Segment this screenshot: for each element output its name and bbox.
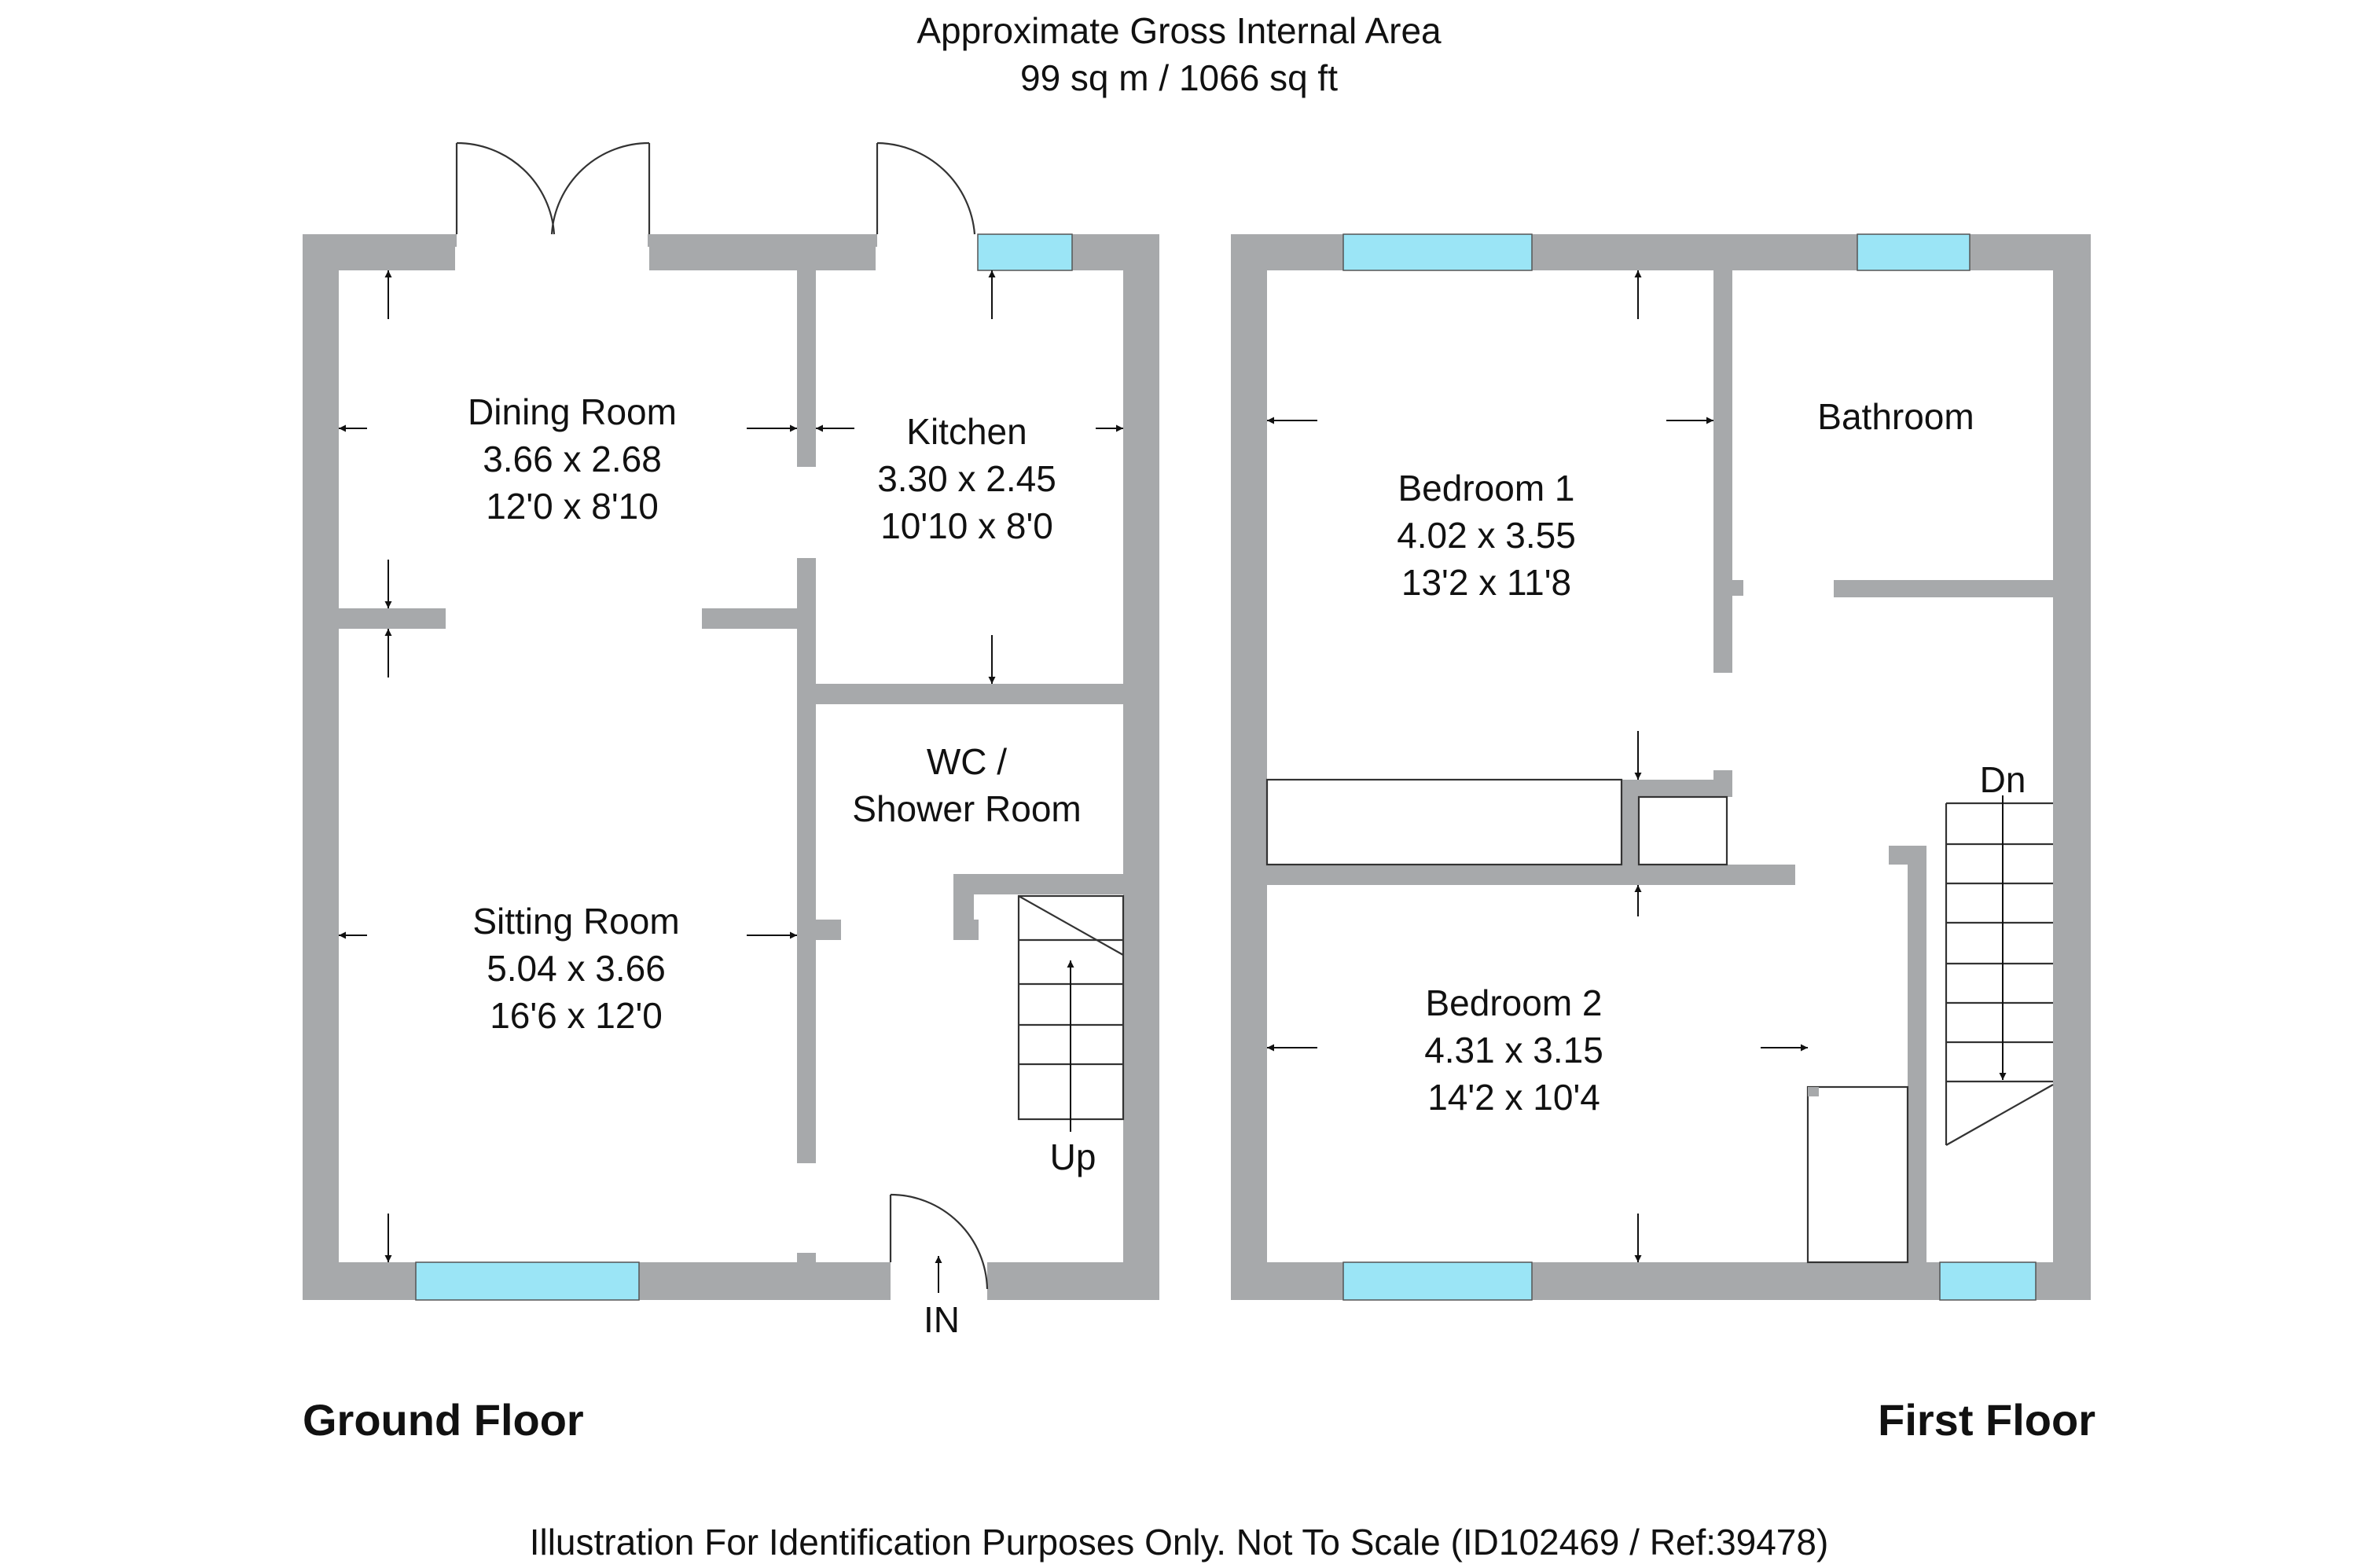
disclaimer: Illustration For Identification Purposes… (530, 1522, 1829, 1562)
bedroom2-metric: 4.31 x 3.15 (1424, 1030, 1603, 1070)
area-value: 99 sq m / 1066 sq ft (1020, 57, 1338, 98)
bathroom-label: Bathroom (1817, 396, 1974, 437)
ground-dimension-arrows (339, 270, 1123, 1262)
bedroom2-name: Bedroom 2 (1425, 982, 1602, 1023)
wc-label-line2: Shower Room (852, 788, 1081, 829)
entrance-label: IN (924, 1299, 960, 1340)
ground-floor-label: Ground Floor (303, 1395, 584, 1445)
wc-label-line1: WC / (927, 741, 1007, 782)
dining-room-name: Dining Room (468, 391, 677, 432)
sitting-room-imperial: 16'6 x 12'0 (490, 995, 663, 1036)
dining-room-metric: 3.66 x 2.68 (483, 439, 662, 479)
kitchen-name: Kitchen (906, 411, 1027, 452)
kitchen-metric: 3.30 x 2.45 (877, 458, 1056, 499)
kitchen-imperial: 10'10 x 8'0 (880, 505, 1053, 546)
bedroom2-imperial: 14'2 x 10'4 (1427, 1077, 1600, 1118)
first-dimension-arrows (1267, 270, 1808, 1262)
dining-room-imperial: 12'0 x 8'10 (486, 486, 659, 527)
first-floor-label: First Floor (1878, 1395, 2095, 1445)
sitting-room-name: Sitting Room (472, 901, 679, 942)
sitting-room-metric: 5.04 x 3.66 (487, 948, 666, 989)
ground-floor-plan: Dining Room 3.66 x 2.68 12'0 x 8'10 Kitc… (303, 141, 1159, 1340)
area-title: Approximate Gross Internal Area (916, 10, 1442, 51)
first-floor-plan: Bedroom 1 4.02 x 3.55 13'2 x 11'8 Bathro… (1231, 233, 2091, 1301)
stairs-down-label: Dn (1980, 759, 2026, 800)
stairs-up-label: Up (1050, 1137, 1096, 1177)
bedroom1-imperial: 13'2 x 11'8 (1401, 562, 1571, 603)
bedroom1-metric: 4.02 x 3.55 (1397, 515, 1576, 556)
bedroom1-name: Bedroom 1 (1398, 468, 1574, 509)
